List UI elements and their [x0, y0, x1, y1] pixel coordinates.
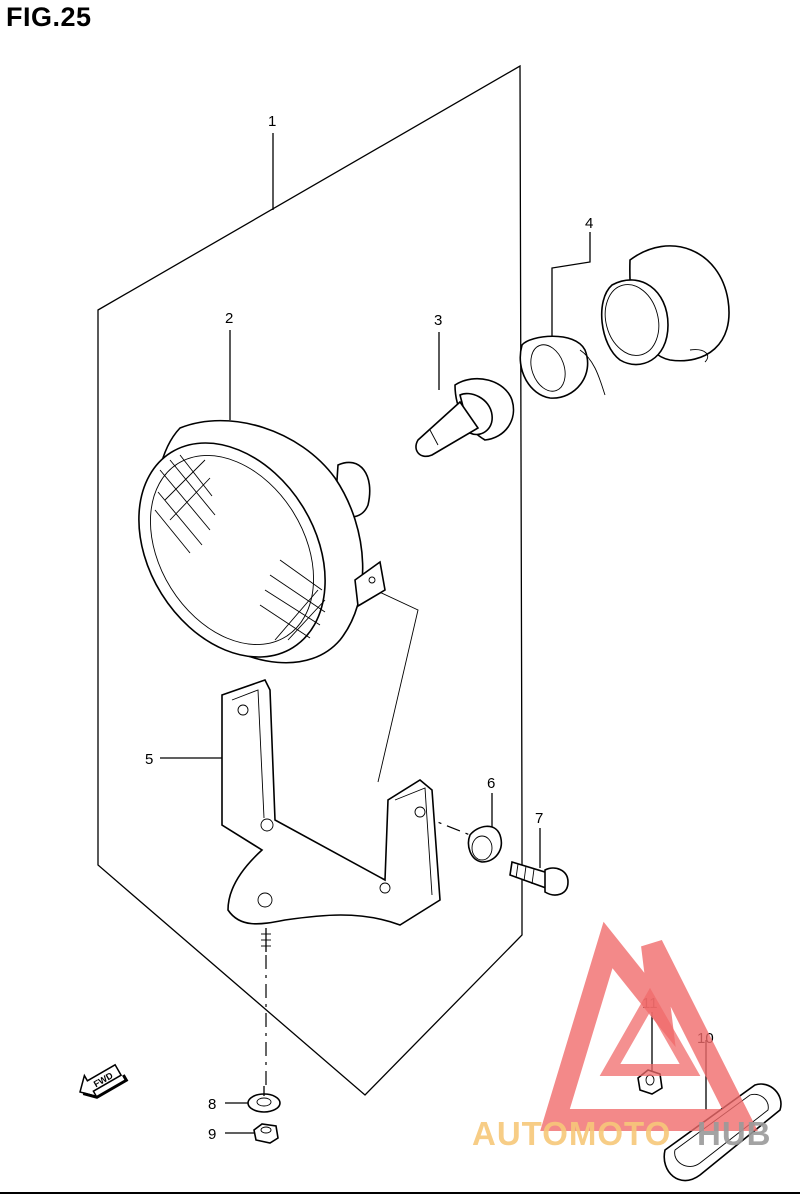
callout-9: 9: [208, 1126, 216, 1143]
watermark-triangle-mark: [540, 921, 758, 1131]
socket-housing: [519, 245, 730, 399]
watermark-logo: AUTOMOTO HUB: [472, 921, 772, 1152]
callout-1: 1: [268, 113, 276, 130]
headlight-unit: [138, 419, 386, 664]
mounting-bracket: [221, 679, 441, 952]
callout-3: 3: [434, 312, 442, 329]
lock-washer: [247, 1086, 281, 1113]
callout-4: 4: [585, 215, 593, 232]
rubber-grommet: [467, 825, 502, 863]
fwd-direction-arrow: FWD: [79, 1063, 129, 1099]
watermark-text-hub: HUB: [697, 1115, 772, 1152]
callout-7: 7: [535, 810, 543, 827]
figure-title: FIG.25: [6, 2, 92, 32]
callout-5: 5: [145, 751, 153, 768]
callout-2: 2: [225, 310, 233, 327]
lens-hatching: [154, 454, 326, 641]
assembly-boundary: [97, 64, 523, 1096]
callout-8: 8: [208, 1096, 216, 1113]
mounting-bolt: [509, 860, 569, 896]
side-reflector: [663, 1083, 782, 1182]
watermark-text-main: AUTOMOTO: [472, 1115, 671, 1152]
hex-nut: [253, 1123, 279, 1144]
headlight-bulb: [415, 377, 515, 458]
callout-6: 6: [487, 775, 495, 792]
